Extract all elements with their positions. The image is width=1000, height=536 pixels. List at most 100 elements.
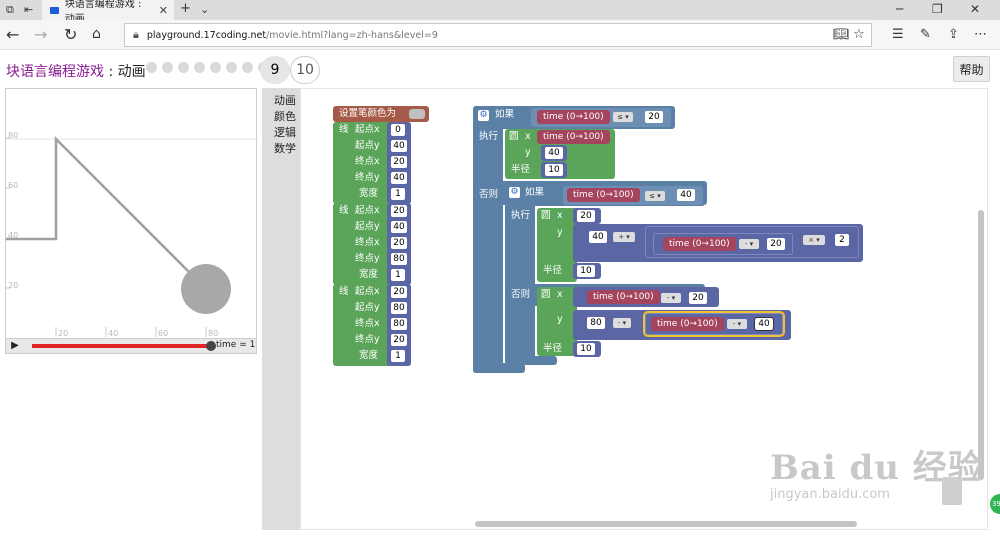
start-x-value[interactable]: 20 [391,205,407,217]
forward-icon[interactable]: → [34,25,48,44]
window-close-icon[interactable]: ✕ [970,2,981,16]
subtract-operator[interactable]: - ▾ [661,293,681,303]
category-math[interactable]: 数学 [274,142,296,155]
favorites-hub-icon[interactable]: ☰ [892,27,904,42]
subtract-right-value[interactable]: 20 [767,238,785,250]
circle-radius-value[interactable]: 10 [545,164,563,176]
tab-menu-icon[interactable]: ⌄ [200,3,210,16]
drawing: 80 60 40 20 20 40 60 80 [6,131,258,338]
blockly-workspace[interactable]: 设置笔颜色为 线 起点x 起点y 终点x 终点y 宽度 0 40 20 40 1… [300,88,988,530]
time-slider[interactable] [32,344,210,348]
subtract-right-value[interactable]: 40 [754,317,774,331]
time-variable[interactable]: time (0→100) [537,110,610,124]
tab-strip: ⧉ ⇤ 块语言编程游戏 : 动画 ✕ + ⌄ ─ ❐ ✕ [0,0,1000,25]
start-y-value[interactable]: 40 [391,140,407,152]
end-y-value[interactable]: 40 [391,172,407,184]
width-value[interactable]: 1 [391,350,405,362]
time-variable[interactable]: time (0→100) [651,317,724,331]
start-y-value[interactable]: 80 [391,302,407,314]
time-variable[interactable]: time (0→100) [663,237,736,251]
color-swatch[interactable] [409,109,425,119]
help-button[interactable]: 帮助 [953,56,990,82]
y-tick-label: 60 [8,181,18,190]
compare-operator[interactable]: ≤ ▾ [645,191,665,201]
tab-groups-icon[interactable]: ⧉ [6,3,14,16]
x-tick-label: 20 [58,329,68,338]
minimize-icon[interactable]: ─ [896,2,904,16]
end-x-value[interactable]: 80 [391,318,407,330]
category-logic[interactable]: 逻辑 [274,126,296,139]
compare-value[interactable]: 20 [645,111,663,123]
level-dots [146,62,269,73]
end-x-value[interactable]: 20 [391,156,407,168]
home-icon[interactable]: ⌂ [92,26,101,42]
width-value[interactable]: 1 [391,269,405,281]
reading-view-icon[interactable]: 📖︎ [833,27,850,42]
level-dot[interactable] [242,62,253,73]
current-level[interactable]: 9 [260,56,290,84]
vertical-scrollbar[interactable] [978,210,984,480]
level-dot[interactable] [226,62,237,73]
back-icon[interactable]: ← [6,25,20,44]
start-x-value[interactable]: 20 [391,286,407,298]
circle-y-value[interactable]: 40 [545,147,563,159]
slider-handle[interactable] [206,341,216,351]
play-icon[interactable]: ▶ [11,340,19,351]
restore-icon[interactable]: ❐ [932,2,943,16]
next-level[interactable]: 10 [290,56,320,84]
level-dot[interactable] [162,62,173,73]
level-dot[interactable] [146,62,157,73]
horizontal-scrollbar[interactable] [475,521,857,527]
mutator-gear-icon[interactable]: ⚙ [509,187,520,198]
add-operator[interactable]: + ▾ [613,232,635,242]
time-variable[interactable]: time (0→100) [567,188,640,202]
set-aside-tabs-icon[interactable]: ⇤ [24,3,34,16]
start-y-value[interactable]: 40 [391,221,407,233]
circle-radius-value[interactable]: 10 [577,343,595,355]
end-y-value[interactable]: 80 [391,253,407,265]
end-y-value[interactable]: 20 [391,334,407,346]
subtract-left-value[interactable]: 80 [587,317,605,329]
circle-block-3[interactable] [537,287,577,356]
category-animation[interactable]: 动画 [274,94,296,107]
share-icon[interactable]: ⇪ [948,27,959,42]
compare-operator[interactable]: ≤ ▾ [613,112,633,122]
subtract-operator[interactable]: - ▾ [613,318,631,328]
multiply-right-value[interactable]: 2 [835,234,849,246]
close-tab-icon[interactable]: ✕ [158,3,168,17]
favorite-star-icon[interactable]: ☆ [853,27,865,42]
width-value[interactable]: 1 [391,188,405,200]
url-field[interactable]: 🔒︎ playground.17coding.net/movie.html?la… [124,23,872,47]
page-title: 块语言编程游戏 : 动画 [6,64,146,80]
game-title[interactable]: 块语言编程游戏 [6,64,104,80]
multiply-operator[interactable]: × ▾ [803,235,825,245]
end-x-value[interactable]: 20 [391,237,407,249]
start-x-value[interactable]: 0 [391,124,405,136]
trash-can-icon[interactable] [942,477,962,505]
level-dot[interactable] [178,62,189,73]
y-tick-label: 80 [8,131,18,140]
drawn-circle [181,264,231,314]
circle-x-value[interactable]: 20 [577,210,595,222]
drawn-lines [6,135,207,290]
level-dot[interactable] [210,62,221,73]
active-tab[interactable]: 块语言编程游戏 : 动画 ✕ [42,0,174,25]
subtract-right-value[interactable]: 20 [689,292,707,304]
preview-canvas: 80 60 40 20 20 40 60 80 [5,88,258,354]
add-left-value[interactable]: 40 [589,231,607,243]
more-icon[interactable]: ⋯ [974,27,987,42]
subtract-operator[interactable]: - ▾ [727,319,747,329]
circle-block-2[interactable] [537,208,577,282]
refresh-icon[interactable]: ↻ [64,25,78,44]
web-note-icon[interactable]: ✎ [920,27,931,42]
category-color[interactable]: 颜色 [274,110,296,123]
compare-value[interactable]: 40 [677,189,695,201]
level-dot[interactable] [194,62,205,73]
mutator-gear-icon[interactable]: ⚙ [478,110,489,121]
new-tab-icon[interactable]: + [180,1,191,16]
subtract-operator[interactable]: - ▾ [739,239,759,249]
floating-badge-icon[interactable]: 39 [990,494,1000,514]
time-variable[interactable]: time (0→100) [587,290,660,304]
time-variable[interactable]: time (0→100) [537,130,610,144]
circle-radius-value[interactable]: 10 [577,265,595,277]
